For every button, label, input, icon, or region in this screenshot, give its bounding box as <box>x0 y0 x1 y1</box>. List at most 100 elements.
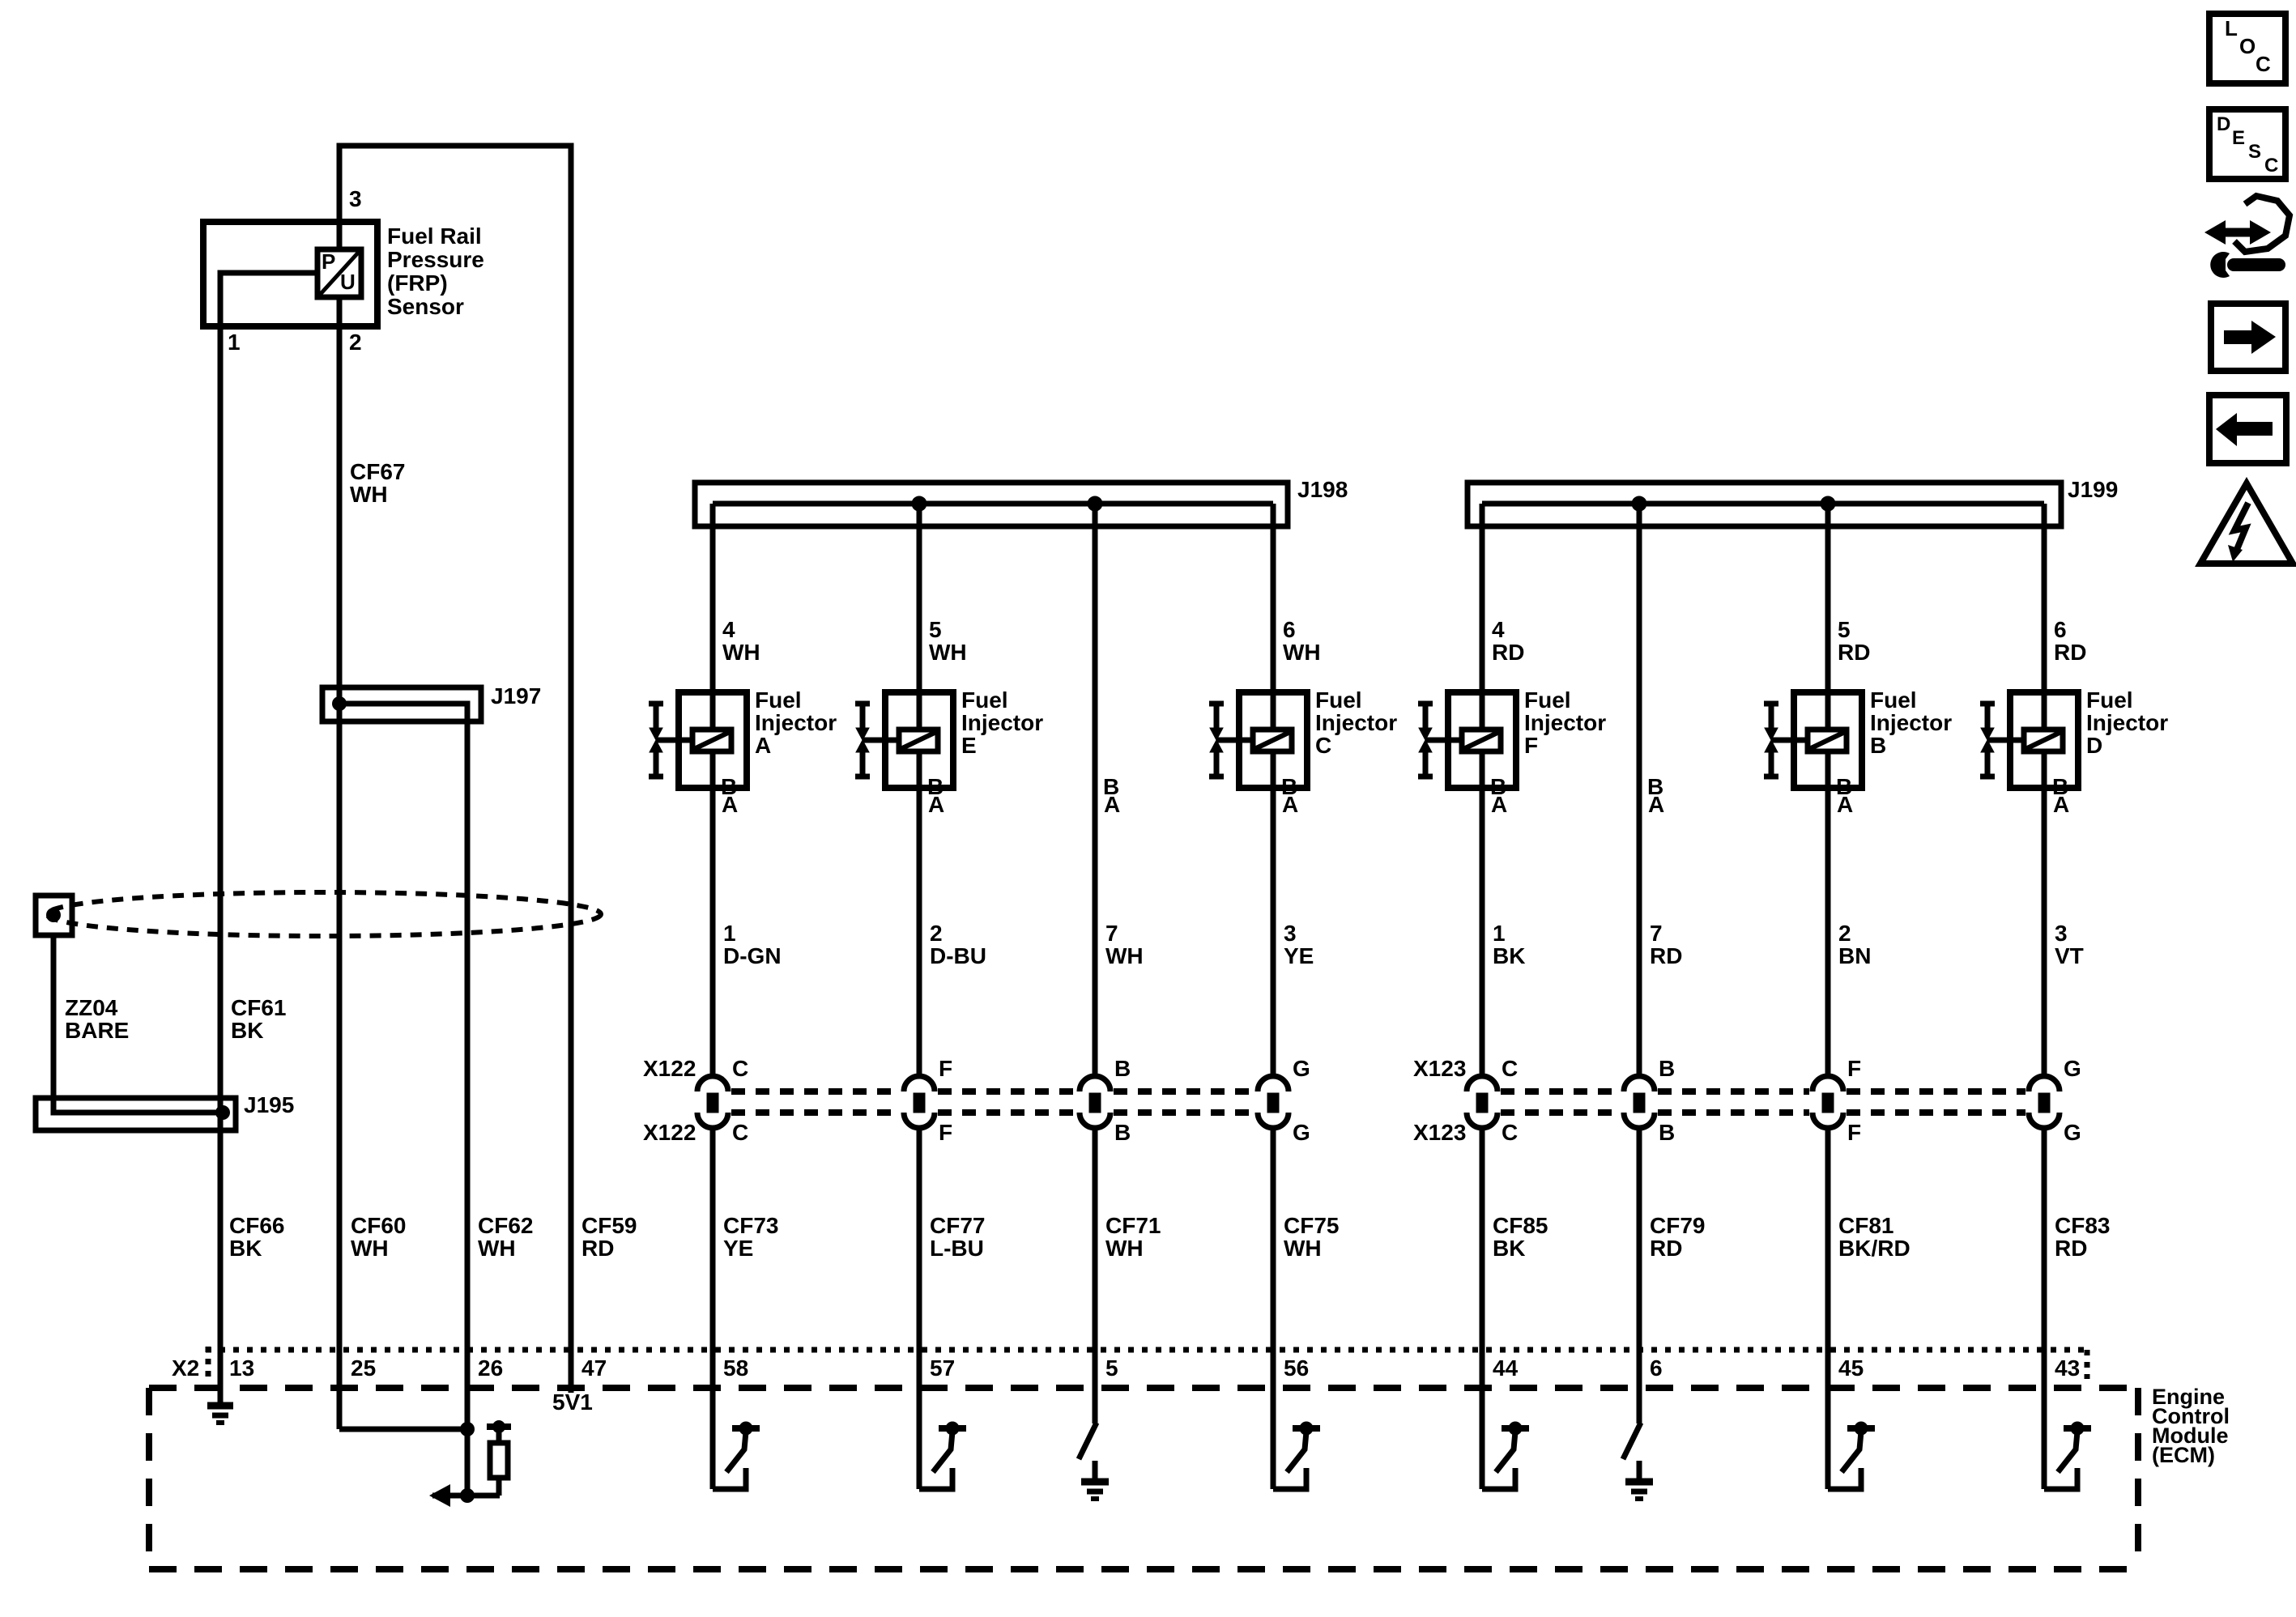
wire-top-color: WH <box>722 640 760 665</box>
injector-name-line2: Injector <box>1870 710 1953 735</box>
left-circuit-id: CF62 <box>478 1213 534 1238</box>
connector-cavity-top: F <box>939 1056 953 1081</box>
icon-loc-letter-l: L <box>2225 16 2238 40</box>
left-ecm-pin-number: 13 <box>229 1355 255 1381</box>
valve-arrowhead-up <box>649 738 663 753</box>
ecm-driver-bracket <box>1482 1468 1519 1492</box>
wire-number-label: 2 <box>1838 921 1851 946</box>
icon-arrow-back-button[interactable] <box>2206 392 2290 466</box>
injector-name-line2: Injector <box>755 710 837 735</box>
injector-pin-a-label: A <box>928 792 945 817</box>
wire-number-label: 7 <box>1650 921 1663 946</box>
circuit-id-label: CF77 <box>930 1213 986 1238</box>
injector-pin-b-label: B <box>1281 774 1298 799</box>
circuit-color-label: RD <box>1650 1236 1683 1261</box>
valve-arrowhead-down <box>649 727 663 742</box>
circuit-color-label: WH <box>1105 1236 1144 1261</box>
wire-top-color: RD <box>2054 640 2087 665</box>
wire-top-color: RD <box>1838 640 1871 665</box>
wire-zz04-id: ZZ04 <box>65 995 118 1020</box>
connector-cavity-top: B <box>1659 1056 1676 1081</box>
injector-name-line1: Fuel <box>1870 687 1917 713</box>
injector-letter: C <box>1315 733 1332 758</box>
wire-color-label: D-GN <box>723 943 782 968</box>
circuit-id-label: CF73 <box>723 1213 779 1238</box>
wire-number-label: 3 <box>1284 921 1297 946</box>
connector-arc-top <box>2026 1073 2063 1092</box>
ecm-name-line4: (ECM) <box>2152 1443 2215 1467</box>
frp-sensor-internal-wire <box>217 270 317 279</box>
connector-arc-top <box>1463 1073 1501 1092</box>
wire-cf62 <box>339 700 471 1496</box>
left-circuit-id: CF59 <box>581 1213 637 1238</box>
wire-cf67-color: WH <box>350 482 388 507</box>
bus-junction-dot <box>1087 496 1103 512</box>
ecm-pin-number: 6 <box>1650 1355 1663 1381</box>
wire-color-label: BK <box>1493 943 1526 968</box>
connector-pin-bar <box>1476 1092 1489 1113</box>
circuit-id-label: CF83 <box>2055 1213 2111 1238</box>
wire-top-color: WH <box>1283 640 1321 665</box>
wire-top-number: 4 <box>1492 617 1505 642</box>
connector-pin-bar <box>913 1092 926 1113</box>
wire-top-color: RD <box>1492 640 1525 665</box>
connector-cavity-top: C <box>732 1056 749 1081</box>
injector-pin-a-label: A <box>1282 792 1299 817</box>
j199-label: J199 <box>2068 477 2119 502</box>
circuit-color-label: BK <box>1493 1236 1526 1261</box>
injector-pin-b-label: B <box>1490 774 1507 799</box>
wire-number-label: 7 <box>1105 921 1118 946</box>
ecm-driver-blade <box>2055 1431 2081 1474</box>
connector-cavity-bottom: G <box>2064 1120 2081 1145</box>
wire-top-number: 4 <box>722 617 735 642</box>
left-ecm-pin-number: 25 <box>351 1355 377 1381</box>
injector-name-line1: Fuel <box>1524 687 1571 713</box>
icon-desc-letter-s: S <box>2248 141 2262 163</box>
injector-pin-b-label: B <box>1647 774 1664 799</box>
connector-arc-bottom <box>1621 1112 1658 1131</box>
icon-diagnostic-tools[interactable] <box>2204 192 2294 278</box>
shield-ellipse <box>45 890 603 938</box>
j195-junction-dot <box>215 1105 230 1120</box>
connector-arc-top <box>694 1073 731 1092</box>
ecm-driver-bracket <box>1273 1468 1310 1492</box>
ecm-driver-bracket <box>2044 1468 2081 1492</box>
valve-arrowhead-down <box>1209 727 1224 742</box>
ecm-pin-number: 43 <box>2055 1355 2081 1381</box>
ecm-switch-blade <box>1620 1421 1644 1461</box>
injector-name-line1: Fuel <box>1315 687 1362 713</box>
connector-cavity-top: F <box>1847 1056 1862 1081</box>
sensor-pin3-label: 3 <box>349 186 362 211</box>
wire-top-number: 5 <box>929 617 942 642</box>
j198-label: J198 <box>1297 477 1348 502</box>
icon-arrow-forward-button[interactable] <box>2208 300 2289 374</box>
injector-pin-b-label: B <box>1836 774 1853 799</box>
connector-pin-bar <box>1267 1092 1280 1113</box>
icon-loc-button[interactable] <box>2206 11 2289 87</box>
valve-arrowhead-up <box>855 738 870 753</box>
icon-desc-button[interactable] <box>2206 106 2289 182</box>
injector-pin-a-label: A <box>1491 792 1508 817</box>
ecm-name-line2: Control <box>2152 1404 2230 1428</box>
circuit-id-label: CF71 <box>1105 1213 1161 1238</box>
circuit-color-label: YE <box>723 1236 754 1261</box>
sensor-name-line3: (FRP) <box>387 270 448 296</box>
connector-arc-top <box>1076 1073 1114 1092</box>
connector-arc-top <box>1621 1073 1658 1092</box>
frp-pu-diagonal <box>317 249 361 297</box>
ecm-driver-blade <box>931 1431 956 1474</box>
ecm-driver-blade <box>1493 1431 1519 1474</box>
wire-cf61-color: BK <box>231 1018 264 1043</box>
connector-pin-bar <box>1633 1092 1646 1113</box>
j195-label: J195 <box>244 1092 295 1117</box>
icon-loc-letter-c: C <box>2256 52 2271 76</box>
connector-name-bottom: X123 <box>1413 1120 1467 1145</box>
injector-name-line1: Fuel <box>2086 687 2133 713</box>
injector-coil-diagonal <box>691 729 733 752</box>
ecm-signal-arrow <box>429 1484 450 1507</box>
injector-name-line1: Fuel <box>961 687 1008 713</box>
wire-color-label: WH <box>1105 943 1144 968</box>
injector-pin-a-label: A <box>2053 792 2070 817</box>
connector-pin-bar <box>706 1092 719 1113</box>
